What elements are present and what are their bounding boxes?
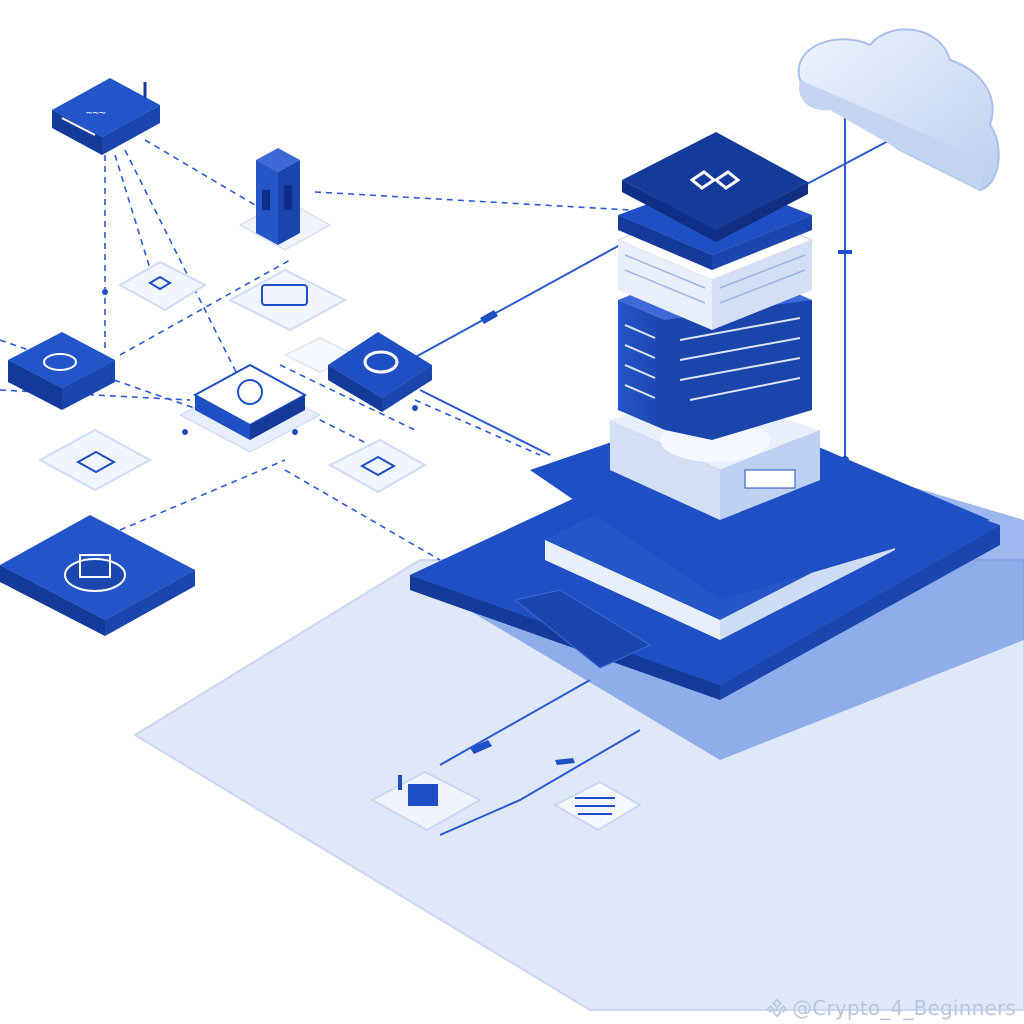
router-icon: ~~~ (52, 78, 160, 155)
link-chain-icon (689, 170, 741, 190)
watermark-text: @Crypto_4_Beginners (792, 996, 1016, 1020)
storage-tile-icon (0, 515, 195, 636)
hub-stack-icon (178, 363, 322, 453)
ring-icon (328, 332, 432, 412)
network-switch-icon (8, 332, 115, 410)
settings-tile-icon (369, 770, 483, 832)
code-tile-icon (552, 780, 642, 832)
lock-hex-icon (37, 428, 153, 492)
wallet-hex-icon (227, 268, 348, 332)
cloud-icon (797, 28, 1000, 192)
shield-hex-icon (117, 260, 208, 312)
server-tower-main (616, 132, 814, 440)
binance-logo-icon (766, 998, 788, 1018)
server-tower-icon (238, 148, 332, 251)
solid-connections (409, 115, 891, 836)
watermark: @Crypto_4_Beginners (766, 996, 1016, 1020)
document-hex-icon (327, 438, 428, 494)
svg-text:~~~: ~~~ (86, 106, 106, 119)
connection-nodes (102, 250, 852, 765)
